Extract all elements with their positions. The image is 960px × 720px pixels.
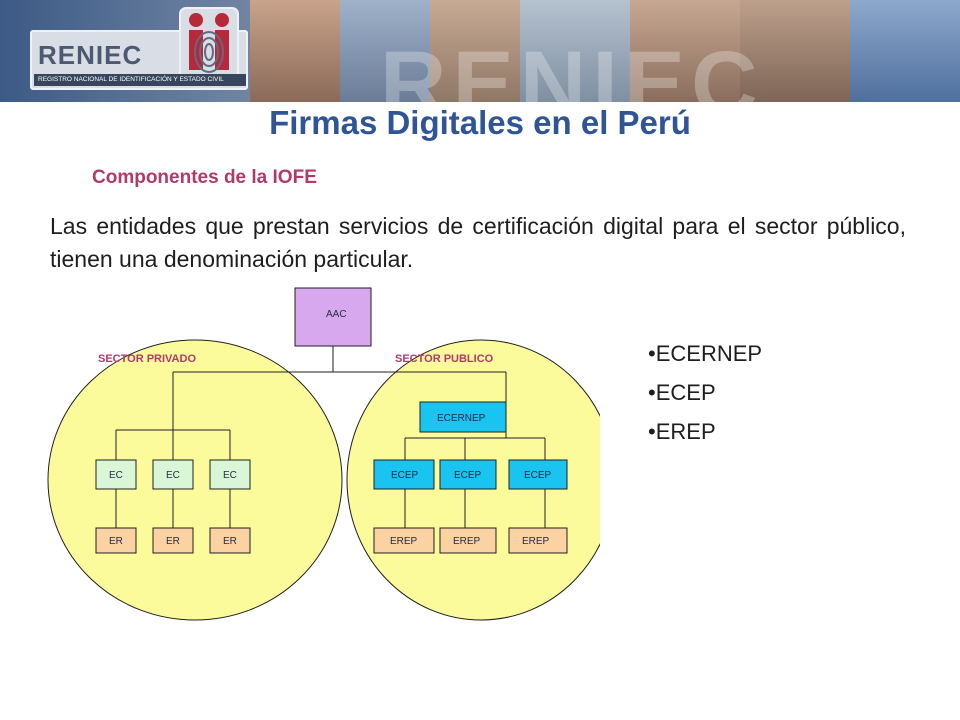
ec-node	[152, 459, 194, 490]
public-sector-label: SECTOR PUBLICO	[395, 353, 494, 365]
er-node-label: ER	[166, 536, 180, 547]
ecep-node	[439, 459, 497, 490]
description-paragraph: Las entidades que prestan servicios de c…	[50, 213, 906, 272]
ec-node	[209, 459, 251, 490]
ec-node-label: EC	[109, 470, 123, 481]
ecep-node	[373, 459, 435, 490]
private-sector-label: SECTOR PRIVADO	[98, 353, 196, 365]
banner-photo-4	[520, 0, 630, 102]
ecernep-node-label: ECERNEP	[437, 413, 486, 424]
header-banner: RENIEC RENIEC REGISTRO NACIONAL DE IDENT…	[0, 0, 960, 102]
list-item: •ECERNEP	[648, 341, 763, 366]
banner-photo-1	[250, 0, 340, 102]
erep-node-label: EREP	[522, 536, 550, 547]
erep-node	[439, 527, 497, 554]
ec-node	[95, 459, 137, 490]
logo-text: RENIEC	[38, 40, 143, 70]
erep-node	[373, 527, 435, 554]
erep-node	[508, 527, 568, 554]
erep-node-label: EREP	[390, 536, 418, 547]
banner-photo-5	[630, 0, 740, 102]
logo-subtitle: REGISTRO NACIONAL DE IDENTIFICACIÓN Y ES…	[34, 74, 246, 86]
banner-photo-6	[740, 0, 850, 102]
erep-node-label: EREP	[453, 536, 481, 547]
section-subtitle: Componentes de la IOFE	[92, 167, 317, 188]
er-node-label: ER	[109, 536, 123, 547]
private-sector-ellipse	[47, 339, 343, 621]
page-title: Firmas Digitales en el Perú	[269, 104, 691, 141]
er-node	[209, 527, 251, 554]
connector-lines	[115, 346, 546, 528]
fingerprint-logo-icon	[179, 7, 239, 83]
ecep-node-label: ECEP	[524, 470, 552, 481]
banner-photo-7	[850, 0, 960, 102]
ec-node-label: EC	[166, 470, 180, 481]
ecep-node	[508, 459, 568, 490]
banner-watermark: RENIEC	[380, 33, 764, 102]
entity-list: •ECERNEP •ECEP •EREP	[648, 334, 762, 451]
iofe-diagram: SECTOR PRIVADO SECTOR PUBLICO AAC EC EC …	[47, 287, 600, 621]
list-item: •ECEP	[648, 380, 716, 405]
ecep-node-label: ECEP	[391, 470, 419, 481]
er-node	[95, 527, 137, 554]
er-node-label: ER	[223, 536, 237, 547]
banner-photo-3	[430, 0, 520, 102]
ecernep-node	[419, 401, 507, 433]
er-node	[152, 527, 194, 554]
aac-node	[294, 287, 372, 347]
ecep-node-label: ECEP	[454, 470, 482, 481]
aac-node-label: AAC	[326, 309, 347, 320]
ec-node-label: EC	[223, 470, 237, 481]
banner-photo-2	[340, 0, 430, 102]
list-item: •EREP	[648, 419, 716, 444]
